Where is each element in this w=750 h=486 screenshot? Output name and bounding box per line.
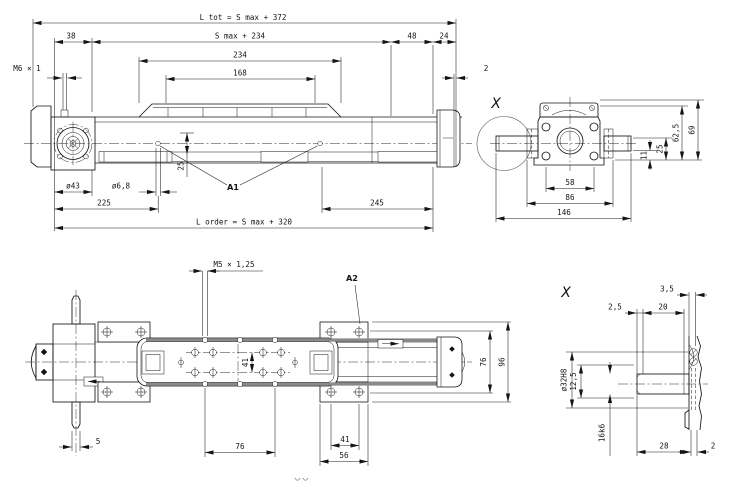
shaft-right [603, 135, 632, 152]
dim-2-side: 2 [484, 64, 489, 73]
dim-5: 5 [96, 437, 101, 446]
dim-58: 58 [565, 178, 575, 187]
label-a2: A2 [346, 273, 358, 283]
body-section [533, 116, 605, 166]
carriage-side [138, 103, 342, 118]
carriage-thread-holes [178, 347, 298, 378]
dim-25-side: 25 [177, 161, 186, 170]
dim-225: 225 [97, 199, 111, 208]
dim-86: 86 [565, 193, 575, 202]
thread-label-m5: M5 × 1,25 [213, 260, 254, 269]
end-cap-plan [436, 336, 463, 388]
dim-3-5: 3,5 [660, 285, 674, 294]
drive-shaft-end [30, 105, 52, 168]
guide-hole [589, 151, 599, 161]
flange-block [50, 116, 96, 171]
mount-plate [319, 381, 369, 403]
carriage-plan [136, 337, 339, 387]
dim-168: 168 [233, 69, 247, 78]
dim-146: 146 [557, 208, 571, 217]
dim-flange-dia: ø43 [66, 182, 80, 191]
guide-plate [98, 151, 173, 163]
cropped-footer-marks [294, 477, 309, 481]
dim-20: 20 [658, 303, 668, 312]
dim-245: 245 [370, 199, 384, 208]
dim-l-order: L order = S max + 320 [196, 218, 292, 227]
flange-bolt-hole [83, 153, 89, 160]
dim-76-holes: 76 [235, 442, 245, 451]
dim-62-5: 62,5 [672, 124, 681, 142]
guide-plate [377, 151, 439, 163]
drive-block-plan [52, 323, 96, 403]
rail-edge-holes [202, 337, 278, 387]
flange-bolt-hole [57, 127, 63, 134]
guide-hole [589, 122, 599, 132]
screw-bore [556, 127, 584, 155]
flange-ring [61, 132, 85, 155]
dim-38: 38 [66, 32, 76, 41]
dim-shaft-fit: 16k6 [598, 423, 607, 442]
guide-hole [541, 151, 551, 161]
dim-24: 24 [439, 32, 449, 41]
dim-2-detail: 2 [711, 442, 716, 451]
dim-28: 28 [659, 442, 669, 451]
thread-label-m6: M6 × 1 [13, 64, 41, 73]
plan-view: M5 × 1,25 A2 41 5 76 41 56 76 96 [25, 260, 511, 466]
dim-48: 48 [407, 32, 417, 41]
dim-69: 69 [688, 125, 697, 135]
detail-marker-x: X [490, 96, 501, 112]
flange-bolt-hole [83, 127, 89, 134]
sensor-hole-a1 [317, 140, 323, 147]
dim-s-max: S max + 234 [215, 32, 266, 41]
mount-plate [319, 321, 369, 343]
plate-bolts [101, 326, 365, 398]
carriage-pocket [309, 350, 333, 375]
label-a1: A1 [227, 182, 239, 192]
dim-234: 234 [233, 51, 247, 60]
dim-11: 11 [640, 151, 649, 161]
dim-96: 96 [498, 357, 507, 367]
sensor-hole-a1 [155, 140, 161, 147]
dim-12-5: 12,5 [569, 372, 578, 390]
dim-2-5: 2,5 [608, 303, 622, 312]
side-elevation-view: L tot = S max + 372 38 S max + 234 48 24… [13, 13, 488, 232]
flange-bolt-hole [57, 153, 63, 160]
top-pin [71, 295, 81, 325]
dim-bore: ø32H8 [560, 368, 569, 391]
guide-plate [260, 151, 309, 163]
mount-plate [97, 381, 151, 403]
carriage-pocket [141, 350, 165, 375]
a1-leader [239, 145, 318, 186]
shaft-detail-view: X 3,5 2,5 20 ø32H8 12,5 [560, 285, 716, 456]
grease-nipple [60, 109, 69, 118]
detail-marker-x: X [560, 285, 571, 301]
guide-hole [541, 122, 551, 132]
end-cap [436, 109, 461, 168]
detail-circle-x [476, 116, 532, 171]
carriage-section [539, 102, 599, 118]
dim-76-width: 76 [479, 357, 488, 367]
shaft-left [495, 135, 539, 152]
dim-41-plate: 41 [340, 435, 350, 444]
a1-leader [159, 145, 228, 186]
dim-41-holes: 41 [241, 358, 250, 368]
dim-25-end: 25 [656, 144, 665, 153]
a2-leader [354, 284, 361, 325]
dim-56: 56 [339, 451, 349, 460]
bottom-pin [71, 401, 81, 429]
mount-plate [97, 321, 151, 343]
end-cross-section-view: X 58 86 146 [476, 96, 704, 222]
dim-l-tot: L tot = S max + 372 [200, 13, 287, 22]
dim-hole-dia: ø6,8 [112, 182, 131, 191]
